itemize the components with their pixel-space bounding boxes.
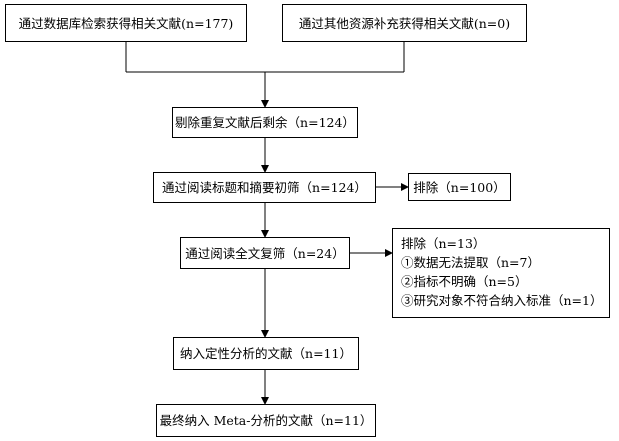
other-sources-box: 通过其他资源补充获得相关文献(n=0): [282, 4, 527, 42]
dedup-box: 剔除重复文献后剩余（n=124）: [172, 107, 358, 138]
db-search-label: 通过数据库检索获得相关文献(n=177): [18, 15, 234, 31]
other-sources-label: 通过其他资源补充获得相关文献(n=0): [298, 15, 511, 31]
fulltext-box: 通过阅读全文复筛（n=24）: [180, 237, 350, 269]
exclusion-2-box: 排除（n=13） ①数据无法提取（n=7） ②指标不明确（n=5） ③研究对象不…: [392, 228, 610, 318]
exclusion-2-reason: ②指标不明确（n=5）: [401, 274, 528, 289]
exclusion-1-label: 排除（n=100）: [413, 179, 506, 195]
db-search-box: 通过数据库检索获得相关文献(n=177): [5, 4, 247, 42]
exclusion-2-reason: ③研究对象不符合纳入标准（n=1）: [401, 293, 603, 308]
dedup-label: 剔除重复文献后剩余（n=124）: [175, 115, 355, 130]
fulltext-label: 通过阅读全文复筛（n=24）: [185, 245, 345, 261]
qualitative-label: 纳入定性分析的文献（n=11）: [180, 346, 352, 361]
meta-label: 最终纳入 Meta-分析的文献（n=11）: [159, 413, 373, 428]
title-abstract-label: 通过阅读标题和摘要初筛（n=124）: [162, 180, 367, 195]
title-abstract-box: 通过阅读标题和摘要初筛（n=124）: [153, 172, 376, 203]
exclusion-2-title: 排除（n=13）: [401, 236, 486, 251]
exclusion-2-reason: ①数据无法提取（n=7）: [401, 255, 540, 270]
exclusion-1-box: 排除（n=100）: [408, 173, 511, 201]
qualitative-box: 纳入定性分析的文献（n=11）: [173, 337, 359, 370]
meta-box: 最终纳入 Meta-分析的文献（n=11）: [156, 404, 376, 437]
